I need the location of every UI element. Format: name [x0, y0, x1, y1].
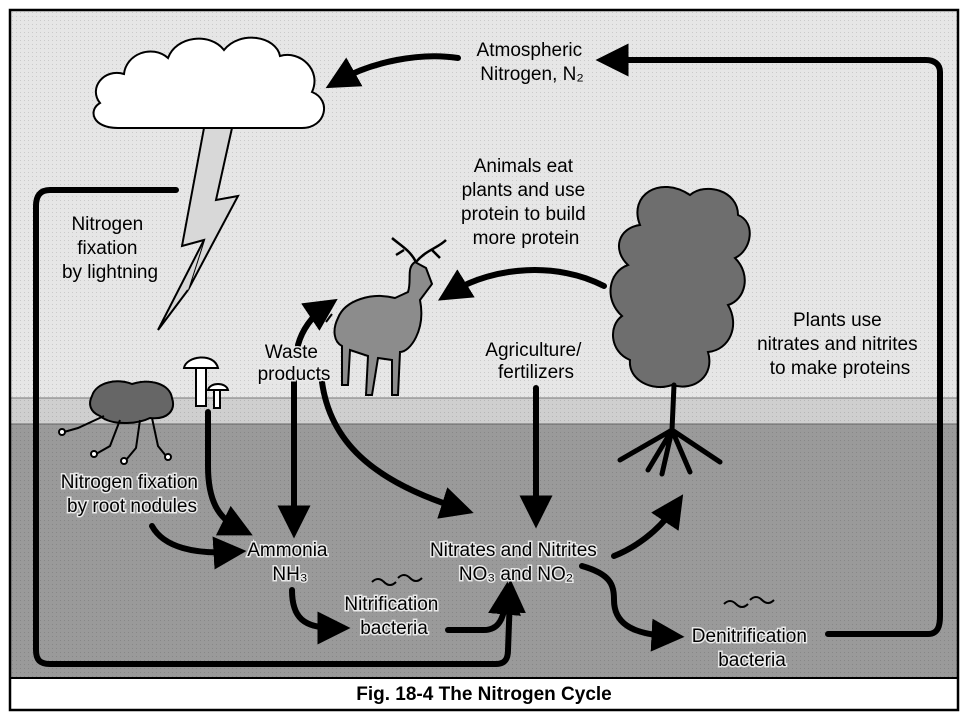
label-waste-products: Waste products [258, 342, 331, 385]
figure-caption: Fig. 18-4 The Nitrogen Cycle [356, 684, 612, 705]
label-agriculture: Agriculture/ fertilizers [485, 340, 586, 383]
